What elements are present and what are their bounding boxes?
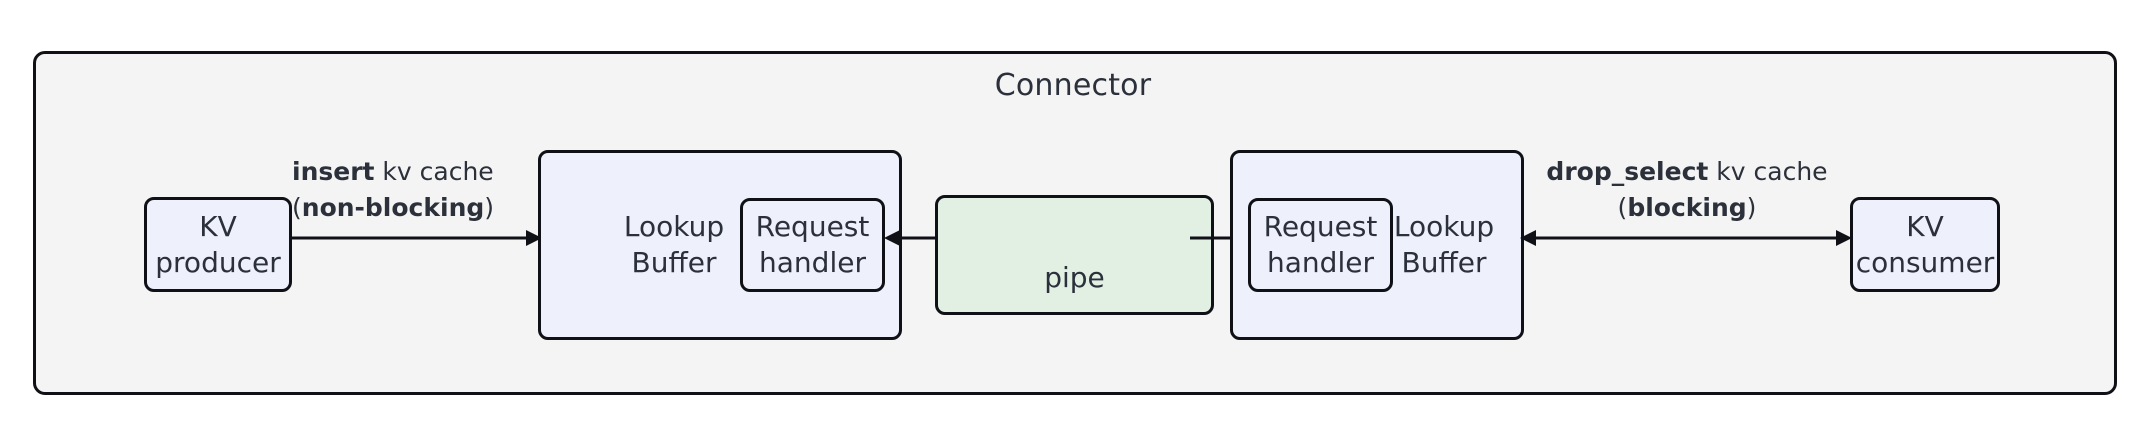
drop-select-open-paren: ( [1617,192,1628,222]
drop-select-bold-verb: drop_select [1546,157,1709,186]
right-request-handler-line2: handler [1267,246,1374,279]
connector-title: Connector [994,68,1152,103]
insert-bold-verb: insert [292,157,375,186]
drop-select-edge-label: drop_select kv cache (blocking) [1524,154,1850,225]
left-request-handler-line1: Request [755,210,870,244]
pipe-label: pipe [1044,261,1105,295]
left-request-handler-line2: handler [759,246,866,279]
kv-producer-node[interactable]: KV producer [144,197,292,292]
drop-select-arrow-bidirectional [1520,230,1852,246]
left-request-handler-node[interactable]: Request handler [740,198,885,292]
left-lookup-buffer-line2: Buffer [631,246,717,279]
drop-select-close-paren: ) [1746,192,1757,222]
right-lookup-buffer-line1: Lookup [1393,210,1495,244]
pipe-node[interactable]: pipe [935,195,1214,315]
drop-select-bold-mode: blocking [1627,192,1747,222]
insert-arrow-right [292,230,542,246]
kv-producer-line2: producer [155,245,281,279]
kv-consumer-node[interactable]: KV consumer [1850,197,2000,292]
insert-edge-label: insert kv cache (non-blocking) [292,154,495,225]
right-request-handler-line1: Request [1263,210,1378,244]
left-lookup-buffer-line1: Lookup [623,210,725,244]
insert-plain-text: kv cache [374,157,494,186]
insert-bold-mode: non-blocking [301,192,485,222]
right-lookup-buffer-line2: Buffer [1401,246,1487,279]
drop-select-plain-text: kv cache [1708,157,1828,186]
right-request-handler-node[interactable]: Request handler [1248,198,1393,292]
insert-close-paren: ) [484,192,495,222]
insert-open-paren: ( [292,192,302,222]
kv-consumer-line2: consumer [1855,245,1995,279]
kv-producer-line1: KV [199,209,237,243]
kv-consumer-line1: KV [1906,209,1944,243]
